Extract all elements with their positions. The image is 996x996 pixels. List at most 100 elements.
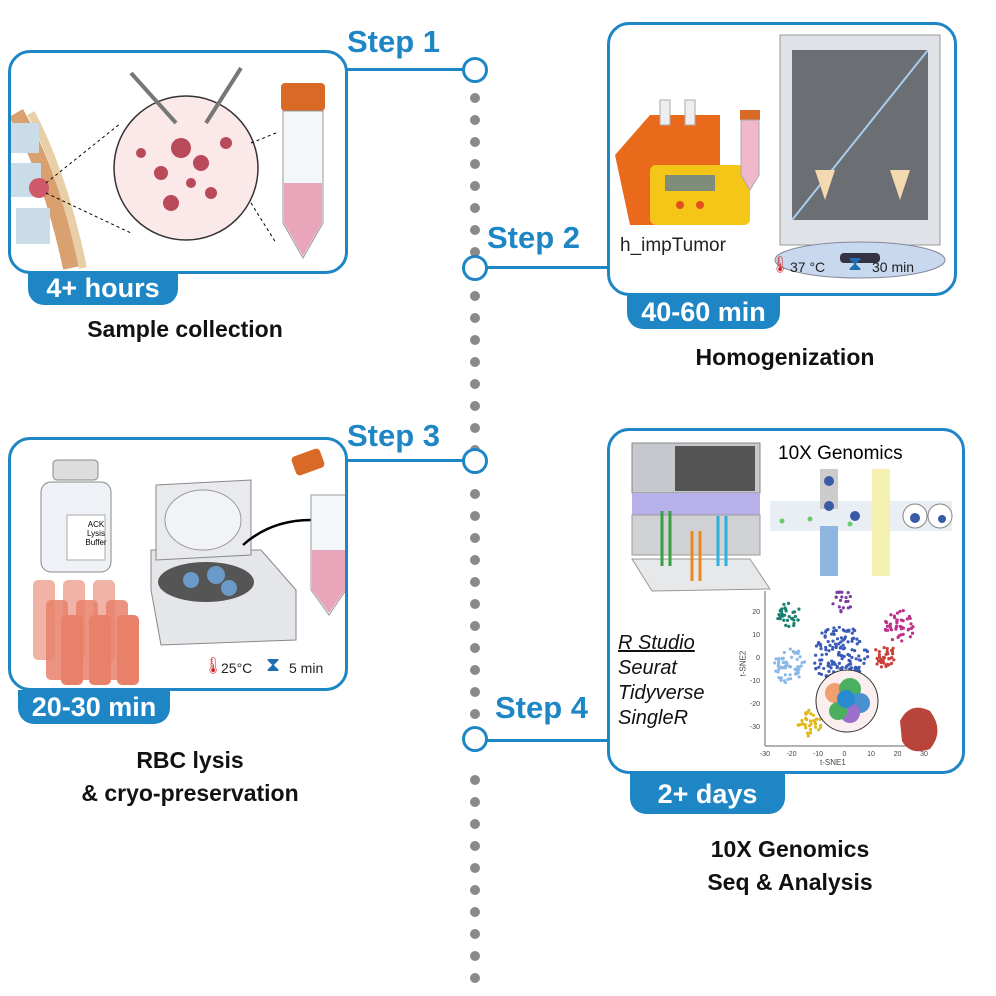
scatter-point	[806, 734, 810, 738]
scatter-point	[777, 657, 781, 661]
scatter-point	[910, 631, 915, 635]
step-2-marker	[462, 255, 488, 281]
y-tick-label: -30	[750, 724, 760, 731]
scatter-point	[834, 595, 838, 599]
scatter-point	[777, 676, 781, 680]
scatter-point	[773, 661, 777, 665]
scatter-point	[881, 658, 885, 662]
y-tick-label: 20	[752, 609, 760, 616]
scatter-point	[783, 673, 787, 677]
step-2-time: 30 min	[872, 259, 915, 275]
scatter-point	[890, 637, 895, 642]
scatter-point	[840, 656, 844, 661]
scatter-point	[837, 625, 841, 629]
scatter-point	[831, 645, 835, 649]
scatter-point	[787, 624, 791, 628]
scatter-point	[831, 629, 836, 633]
scatter-point	[804, 711, 808, 715]
scatter-point	[835, 637, 840, 641]
scatter-point	[782, 602, 786, 606]
thermometer-icon: 🌡	[770, 257, 791, 274]
scatter-point	[808, 731, 813, 735]
homogenization-panel: h_impTumor 🌡 37 °C ⧗ 30 min	[607, 22, 957, 296]
scatter-point	[892, 615, 897, 620]
rbc-lysis-panel: ACK Lysis Buffer 🌡 25°C ⧗ 5 min	[8, 437, 348, 691]
scatter-point	[786, 677, 790, 681]
scatter-point	[809, 712, 813, 716]
scatter-point	[822, 666, 826, 671]
scatter-point	[790, 617, 794, 621]
scatter-point	[877, 649, 881, 654]
scatter-point	[837, 605, 841, 609]
scatter-point	[883, 627, 887, 632]
sample-collection-panel	[8, 50, 348, 274]
scatter-point	[840, 654, 844, 658]
scatter-point	[795, 667, 800, 671]
scatter-point	[811, 719, 816, 723]
scatter-point	[820, 653, 824, 657]
scatter-point	[863, 657, 867, 661]
y-tick-label: 0	[756, 655, 760, 662]
scatter-point	[850, 648, 854, 652]
scatter-point	[817, 671, 821, 676]
scatter-point	[820, 631, 824, 635]
scatter-point	[837, 661, 841, 665]
step-3-title: RBC lysis & cryo-preservation	[40, 744, 340, 810]
scatter-point	[882, 661, 886, 665]
timeline-dot	[470, 313, 480, 323]
scatter-point	[855, 642, 859, 646]
timeline-dot	[470, 863, 480, 873]
scatter-point	[844, 600, 848, 604]
step-4-connector	[486, 739, 610, 742]
scatter-point	[876, 659, 881, 663]
scatter-point	[826, 663, 830, 668]
scatter-point	[824, 648, 828, 652]
scatter-point	[837, 653, 841, 657]
scatter-point	[782, 613, 787, 617]
step-3-temperature: 25°C	[221, 660, 253, 676]
scatter-point	[827, 649, 831, 653]
scatter-point	[841, 638, 845, 642]
scatter-point	[788, 647, 792, 651]
scatter-point	[850, 639, 854, 643]
timeline-dot	[470, 115, 480, 125]
platform-label: 10X Genomics	[778, 443, 903, 464]
scatter-point	[779, 676, 784, 680]
hourglass-icon: ⧗	[848, 253, 863, 275]
scatter-point	[909, 626, 914, 630]
scatter-point	[806, 731, 810, 735]
timeline-dot	[470, 379, 480, 389]
scatter-point	[811, 713, 816, 717]
scatter-point	[850, 631, 854, 635]
scatter-point	[796, 618, 800, 622]
scatter-point	[783, 664, 787, 668]
scatter-point	[846, 590, 850, 595]
timeline-dot	[470, 819, 480, 829]
timeline-dot	[470, 643, 480, 653]
scatter-point	[846, 606, 850, 610]
timeline-dot	[470, 555, 480, 565]
scatter-point	[829, 666, 833, 670]
step-3-label: Step 3	[347, 418, 441, 453]
scatter-point	[850, 637, 854, 641]
step-3-time: 5 min	[289, 660, 324, 676]
timeline-dot	[470, 489, 480, 499]
scatter-point	[829, 632, 834, 636]
x-tick-label: -30	[760, 751, 770, 758]
timeline-dot	[470, 621, 480, 631]
scatter-point	[907, 627, 911, 631]
scatter-point	[783, 606, 787, 610]
step-3-connector	[345, 459, 463, 462]
timeline-dot	[470, 775, 480, 785]
tumor-icon	[29, 178, 49, 198]
scatter-point	[796, 651, 800, 656]
scatter-point	[891, 646, 895, 650]
step-2-connector	[486, 266, 610, 269]
timeline-dot	[470, 599, 480, 609]
timeline-dot	[470, 181, 480, 191]
scatter-point	[793, 667, 797, 671]
scatter-point	[830, 659, 834, 663]
timeline-dot	[470, 357, 480, 367]
scatter-point	[895, 611, 900, 615]
